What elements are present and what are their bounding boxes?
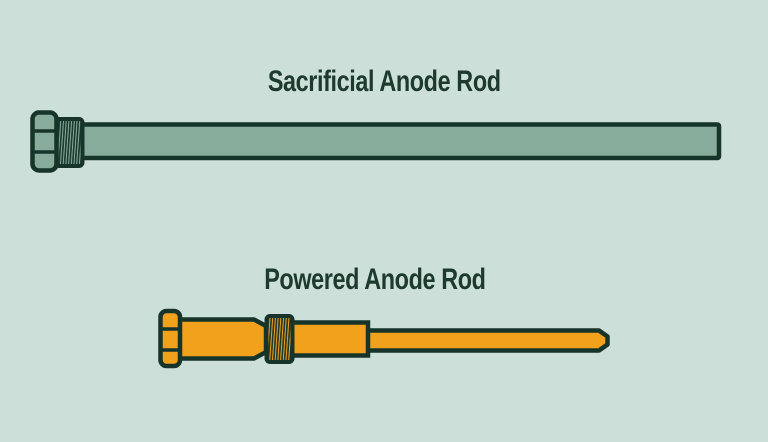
sacrificial-anode-rod-illustration	[30, 110, 722, 173]
powered-electrode-rod	[364, 328, 610, 353]
powered-anode-rod-illustration	[158, 308, 610, 369]
powered-anode-title-text: Powered Anode Rod	[264, 263, 486, 296]
powered-hex-nut	[158, 308, 183, 369]
powered-main-body	[176, 317, 269, 361]
powered-hex-nut-body	[158, 308, 183, 369]
powered-threaded-collar	[264, 314, 295, 364]
powered-anode-title: Powered Anode Rod	[0, 264, 759, 296]
sacrificial-hex-nut	[30, 110, 59, 173]
sacrificial-anode-title: Sacrificial Anode Rod	[0, 66, 768, 98]
powered-middle-housing	[289, 320, 371, 358]
sacrificial-anode-title-text: Sacrificial Anode Rod	[267, 65, 501, 98]
sacrificial-threaded-collar	[53, 117, 85, 168]
sacrificial-rod-body	[79, 122, 722, 161]
sacrificial-hex-nut-body	[30, 110, 59, 173]
